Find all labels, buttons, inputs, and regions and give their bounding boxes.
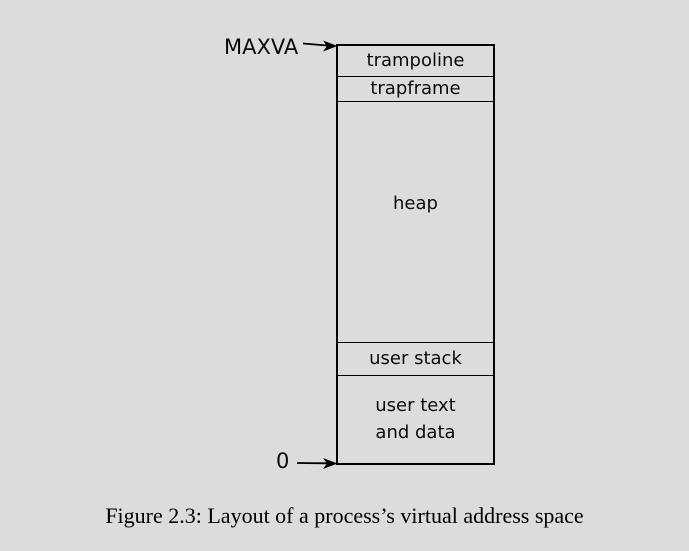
section-user-text-line2: and data (375, 421, 456, 443)
section-trapframe-label: trapframe (370, 77, 461, 99)
section-user-text-and-data: user text and data (338, 376, 493, 463)
section-user-stack-label: user stack (369, 347, 462, 369)
section-trapframe: trapframe (338, 77, 493, 102)
section-trampoline-label: trampoline (366, 49, 465, 71)
section-heap-label: heap (393, 192, 438, 214)
section-user-text-line1: user text (375, 395, 456, 417)
zero-arrow (296, 458, 338, 469)
section-user-stack: user stack (338, 343, 493, 376)
section-trampoline: trampoline (338, 46, 493, 77)
zero-label: 0 (276, 449, 290, 473)
section-heap: heap (338, 102, 493, 343)
maxva-label: MAXVA (224, 35, 299, 59)
figure-caption: Figure 2.3: Layout of a process’s virtua… (105, 503, 584, 528)
address-space-box: trampoline trapframe heap user stack use… (336, 44, 495, 465)
maxva-arrow (302, 40, 338, 52)
